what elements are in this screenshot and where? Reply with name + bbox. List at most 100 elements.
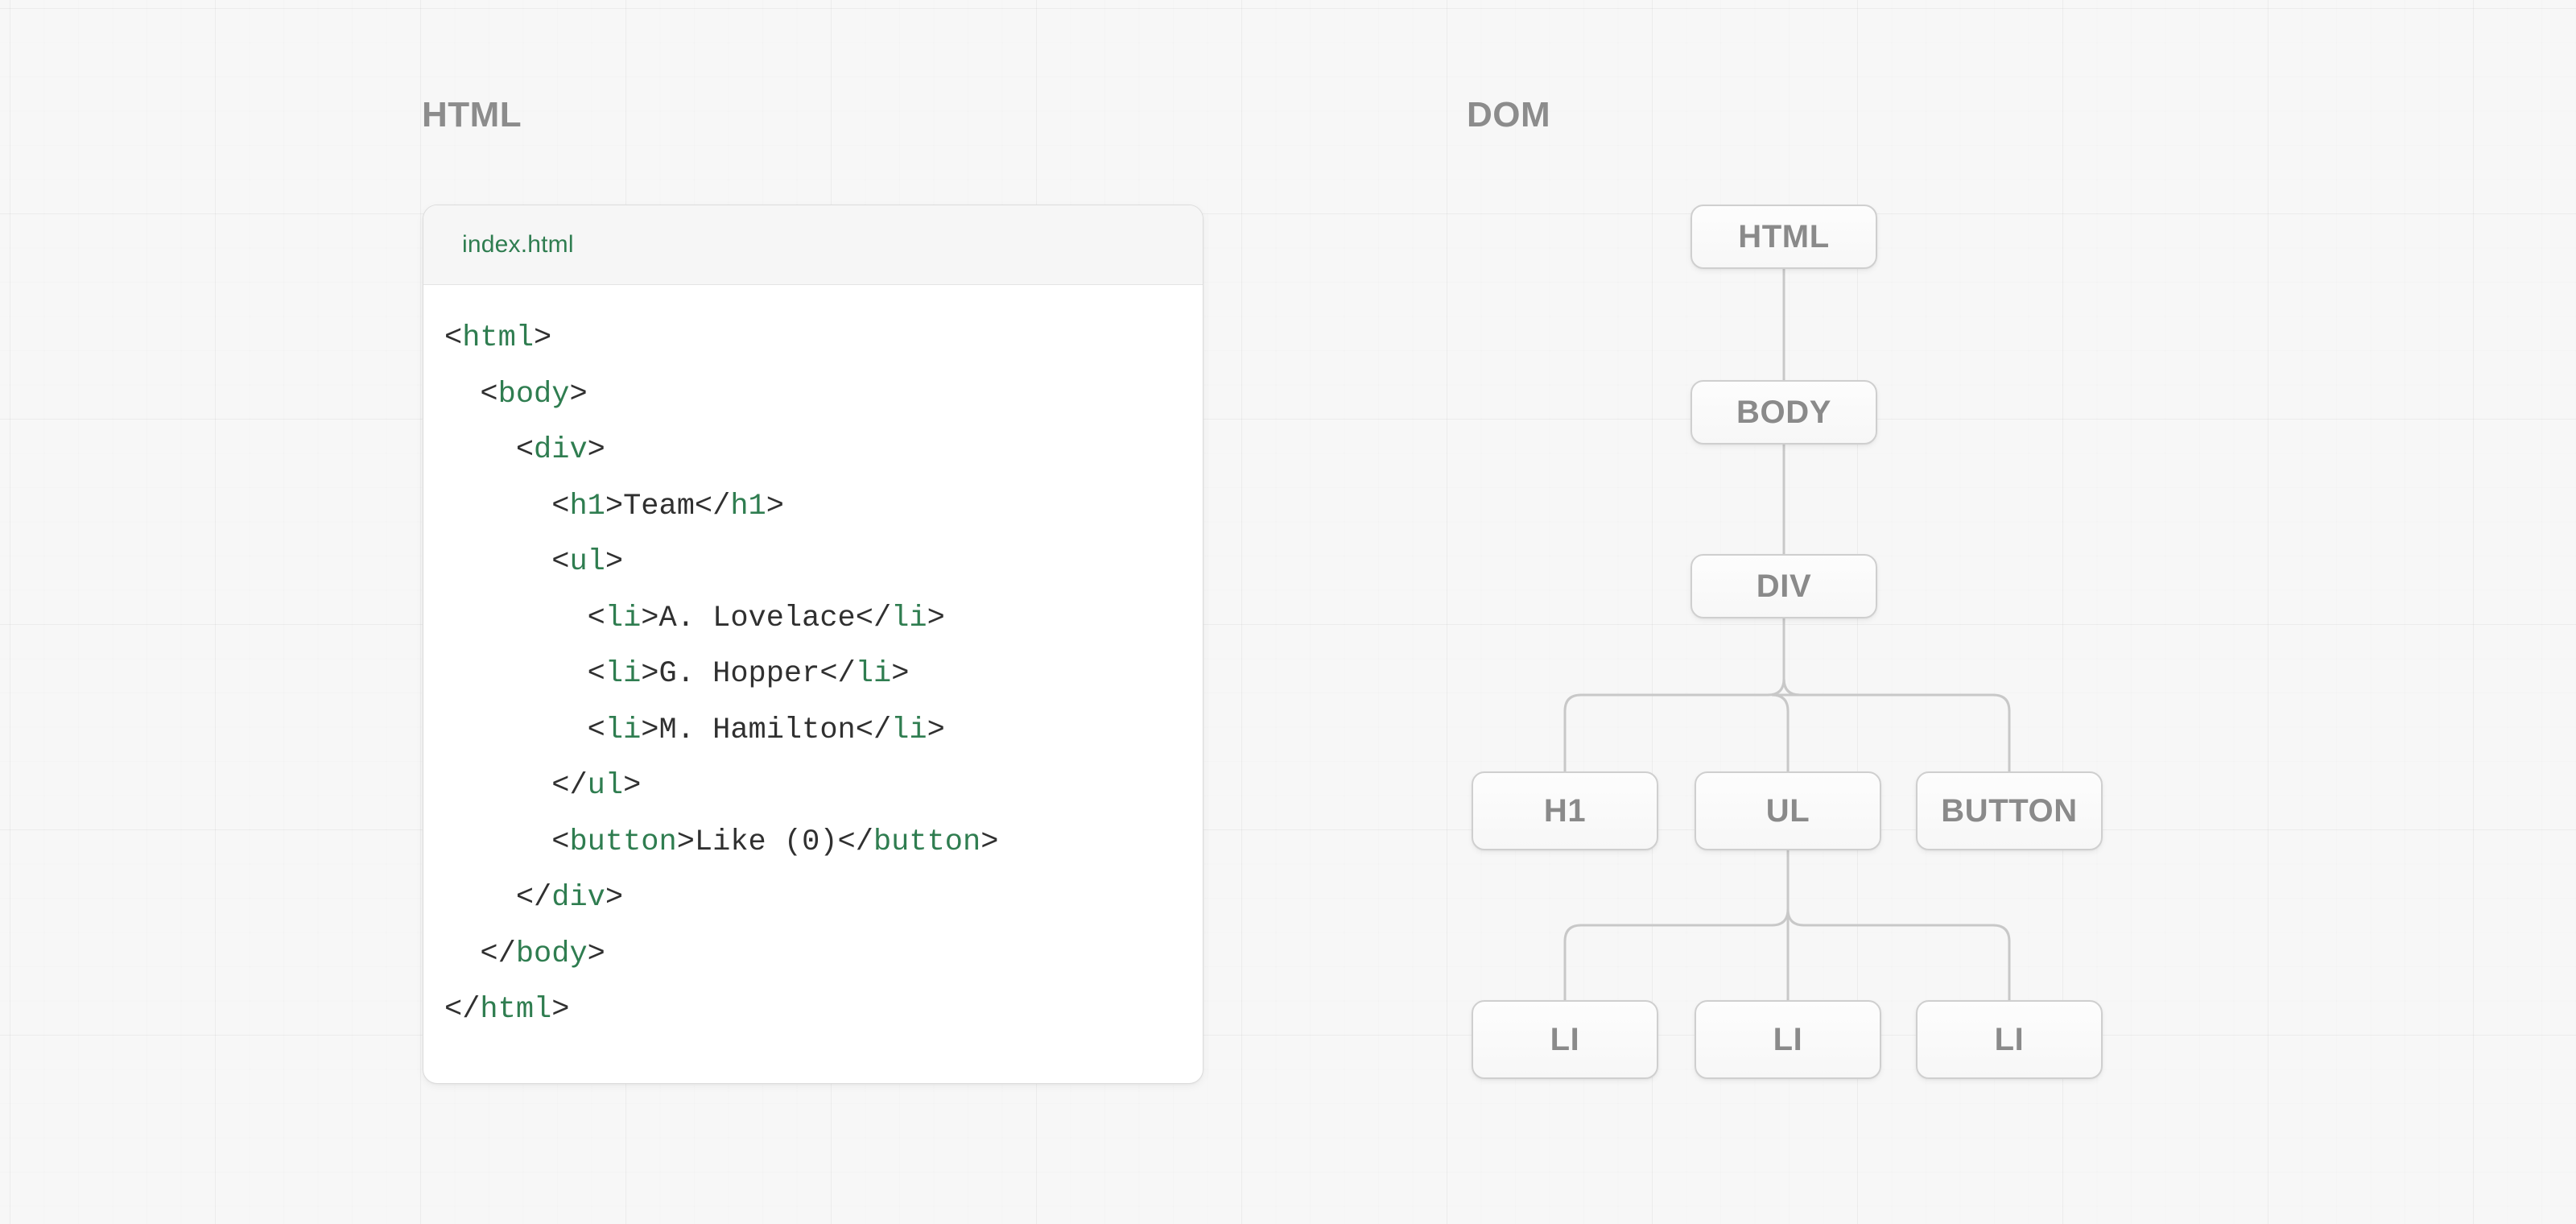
code-punctuation: >: [623, 769, 642, 803]
code-punctuation: <: [551, 545, 570, 579]
dom-node-label: LI: [1773, 1021, 1803, 1057]
code-line: <ul>: [444, 535, 1203, 591]
code-line: </body>: [444, 927, 1203, 983]
code-punctuation: >: [587, 433, 605, 467]
dom-node-button[interactable]: BUTTON: [1916, 771, 2103, 850]
dom-node-label: BUTTON: [1941, 792, 2078, 829]
code-punctuation: </: [855, 713, 892, 747]
code-text: G. Hopper: [658, 657, 820, 691]
code-tag-name: ul: [587, 769, 624, 803]
code-punctuation: <: [480, 377, 498, 411]
dom-node-label: HTML: [1738, 218, 1830, 254]
code-filename-label: index.html: [462, 231, 574, 258]
code-punctuation: >: [534, 321, 552, 355]
code-punctuation: >: [605, 881, 624, 915]
code-tag-name: div: [534, 433, 588, 467]
code-tag-name: li: [605, 601, 642, 635]
dom-node-label: DIV: [1756, 568, 1812, 604]
code-punctuation: >: [980, 825, 999, 859]
html-panel-heading: HTML: [422, 95, 522, 134]
code-punctuation: <: [587, 713, 605, 747]
code-tag-name: h1: [569, 489, 605, 523]
dom-node-label: LI: [1550, 1021, 1580, 1057]
code-punctuation: <: [444, 321, 463, 355]
code-tag-name: button: [569, 825, 677, 859]
code-text: A. Lovelace: [658, 601, 856, 635]
code-tag-name: body: [515, 937, 588, 971]
code-tag-name: button: [873, 825, 981, 859]
code-text: Like (0): [694, 825, 838, 859]
code-punctuation: >: [927, 713, 945, 747]
dom-node-label: BODY: [1736, 394, 1831, 430]
code-tag-name: body: [497, 377, 570, 411]
code-punctuation: </: [837, 825, 873, 859]
code-punctuation: </: [551, 769, 588, 803]
code-tag-name: ul: [569, 545, 605, 579]
code-line: </html>: [444, 982, 1203, 1039]
code-punctuation: <: [551, 825, 570, 859]
code-punctuation: >: [766, 489, 784, 523]
code-tag-name: li: [855, 657, 892, 691]
code-punctuation: >: [641, 713, 659, 747]
dom-edge-div-to-h1: [1563, 617, 1785, 773]
code-punctuation: >: [891, 657, 910, 691]
code-punctuation: </: [855, 601, 892, 635]
code-punctuation: >: [927, 601, 945, 635]
code-punctuation: </: [694, 489, 731, 523]
code-punctuation: <: [515, 433, 535, 467]
code-punctuation: >: [641, 601, 659, 635]
code-punctuation: >: [676, 825, 695, 859]
dom-node-label: LI: [1994, 1021, 2025, 1057]
code-tag-name: li: [605, 713, 642, 747]
code-punctuation: <: [587, 657, 605, 691]
code-text: Team: [623, 489, 695, 523]
code-line: <div>: [444, 423, 1203, 479]
code-card: index.html <html> <body> <div> <h1>Team<…: [423, 205, 1203, 1084]
code-text: M. Hamilton: [658, 713, 856, 747]
code-tag-name: div: [551, 881, 605, 915]
dom-node-div[interactable]: DIV: [1690, 554, 1877, 618]
dom-node-li1[interactable]: LI: [1472, 1000, 1658, 1079]
dom-edge-ul-to-li1: [1563, 849, 1790, 1002]
code-line: <html>: [444, 311, 1203, 367]
code-punctuation: </: [480, 937, 516, 971]
code-line: </ul>: [444, 759, 1203, 815]
dom-node-li3[interactable]: LI: [1916, 1000, 2103, 1079]
code-punctuation: </: [515, 881, 552, 915]
code-line: <li>A. Lovelace</li>: [444, 591, 1203, 647]
code-punctuation: </: [444, 993, 481, 1027]
dom-tree: HTML BODY DIV H1 UL BUTTON LI LI LI: [1417, 169, 2206, 1079]
dom-node-li2[interactable]: LI: [1695, 1000, 1881, 1079]
code-card-header: index.html: [423, 205, 1203, 285]
dom-node-ul[interactable]: UL: [1695, 771, 1881, 850]
code-line: <li>G. Hopper</li>: [444, 647, 1203, 703]
dom-edge-ul-to-li3: [1786, 849, 2011, 1002]
code-line: <h1>Team</h1>: [444, 479, 1203, 536]
code-punctuation: >: [569, 377, 588, 411]
dom-node-body[interactable]: BODY: [1690, 380, 1877, 445]
dom-tree-connectors: [1563, 267, 2011, 1002]
dom-panel-heading: DOM: [1467, 95, 1551, 134]
dom-node-html[interactable]: HTML: [1690, 205, 1877, 269]
dom-node-label: H1: [1543, 792, 1587, 829]
code-tag-name: html: [480, 993, 552, 1027]
code-line: </div>: [444, 870, 1203, 927]
dom-node-label: UL: [1765, 792, 1810, 829]
dom-node-h1[interactable]: H1: [1472, 771, 1658, 850]
code-punctuation: >: [551, 993, 570, 1027]
code-tag-name: li: [891, 601, 927, 635]
code-line: <li>M. Hamilton</li>: [444, 703, 1203, 759]
code-punctuation: <: [587, 601, 605, 635]
code-tag-name: h1: [730, 489, 766, 523]
code-punctuation: >: [641, 657, 659, 691]
code-punctuation: >: [605, 545, 624, 579]
code-source-block[interactable]: <html> <body> <div> <h1>Team</h1> <ul> <…: [423, 285, 1203, 1039]
code-tag-name: li: [891, 713, 927, 747]
code-punctuation: <: [551, 489, 570, 523]
code-line: <button>Like (0)</button>: [444, 815, 1203, 871]
code-line: <body>: [444, 367, 1203, 424]
dom-edge-div-to-button: [1782, 617, 2011, 773]
code-tag-name: li: [605, 657, 642, 691]
code-punctuation: >: [605, 489, 624, 523]
